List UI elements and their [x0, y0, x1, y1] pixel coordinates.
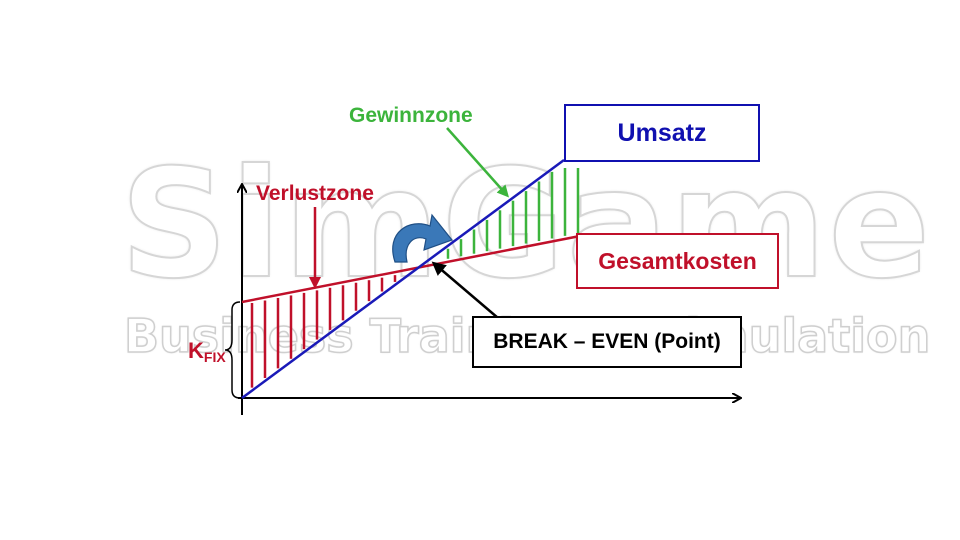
revenue-label: Umsatz — [617, 118, 707, 147]
fixed-cost-brace — [224, 301, 241, 399]
loss-zone-label: Verlustzone — [256, 182, 374, 205]
break-even-label-box: BREAK – EVEN (Point) — [472, 316, 742, 368]
fixed-cost-label: KFIX — [188, 338, 226, 365]
revenue-line — [241, 158, 565, 400]
profit-zone-pointer — [446, 127, 509, 198]
profit-zone-hatching — [446, 168, 580, 259]
revenue-label-box: Umsatz — [564, 104, 760, 162]
total-cost-line — [241, 234, 581, 304]
profit-zone-label: Gewinnzone — [349, 104, 473, 127]
curved-arrow-icon — [392, 213, 453, 263]
fixed-cost-subscript: FIX — [203, 349, 226, 365]
loss-zone-hatching — [250, 275, 397, 388]
break-even-pointer — [431, 261, 499, 319]
total-cost-label: Gesamtkosten — [598, 247, 757, 274]
break-even-label: BREAK – EVEN (Point) — [493, 330, 721, 353]
total-cost-label-box: Gesamtkosten — [576, 233, 779, 289]
fixed-cost-symbol: K — [188, 338, 204, 363]
